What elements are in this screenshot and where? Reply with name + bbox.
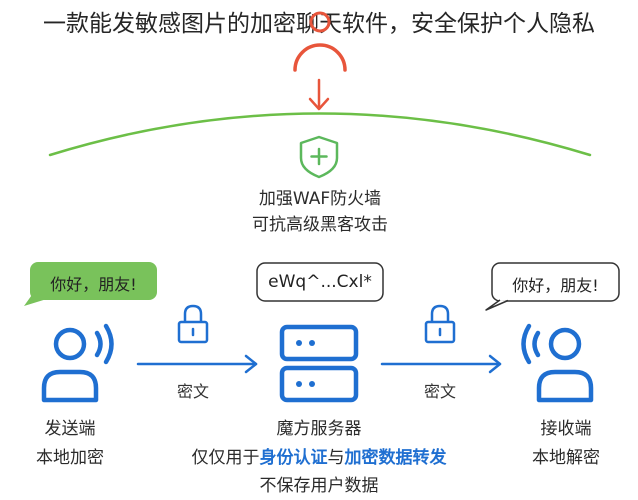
cipher-box-shape xyxy=(256,262,384,302)
server-desc-mid: 与 xyxy=(327,448,345,468)
receiver-sublabel: 本地解密 xyxy=(532,448,600,468)
sender-label: 发送端 xyxy=(44,419,96,439)
arrow-left-label: 密文 xyxy=(176,382,209,401)
waf-line1: 加强WAF防火墙 xyxy=(258,189,382,209)
arrow-right-label: 密文 xyxy=(423,382,456,401)
server-desc-highlight-forward: 加密数据转发 xyxy=(344,448,447,468)
shield-icon xyxy=(299,135,339,179)
server-description: 仅仅用于身份认证与加密数据转发 xyxy=(160,443,478,468)
lock-icon-right xyxy=(424,304,456,344)
server-icon xyxy=(279,324,359,403)
receiver-bubble-shape xyxy=(485,262,620,311)
server-desc-highlight-auth: 身份认证 xyxy=(259,448,328,468)
receiver-bubble-text: 你好，朋友! xyxy=(512,276,599,295)
sender-person-icon xyxy=(41,323,114,403)
sender-sublabel: 本地加密 xyxy=(36,448,104,468)
lock-icon-left xyxy=(177,304,209,344)
attack-arrow-icon xyxy=(308,78,330,111)
sender-bubble-text: 你好，朋友! xyxy=(50,275,137,294)
firewall-arc xyxy=(48,112,592,157)
sender-bubble-shape xyxy=(24,262,157,306)
attacker-icon xyxy=(293,11,347,72)
receiver-person-icon xyxy=(521,323,594,403)
server-no-storage: 不保存用户数据 xyxy=(259,476,379,496)
server-label: 魔方服务器 xyxy=(276,419,362,439)
arrow-left-to-server xyxy=(136,354,258,374)
cipher-text: eWq^...Cxl* xyxy=(268,272,372,292)
arrow-server-to-right xyxy=(380,354,502,374)
receiver-label: 接收端 xyxy=(540,419,592,439)
page-title: 一款能发敏感图片的加密聊天软件，安全保护个人隐私 xyxy=(43,11,595,37)
server-desc-prefix: 仅仅用于 xyxy=(191,448,260,468)
waf-line2: 可抗高级黑客攻击 xyxy=(252,215,388,235)
